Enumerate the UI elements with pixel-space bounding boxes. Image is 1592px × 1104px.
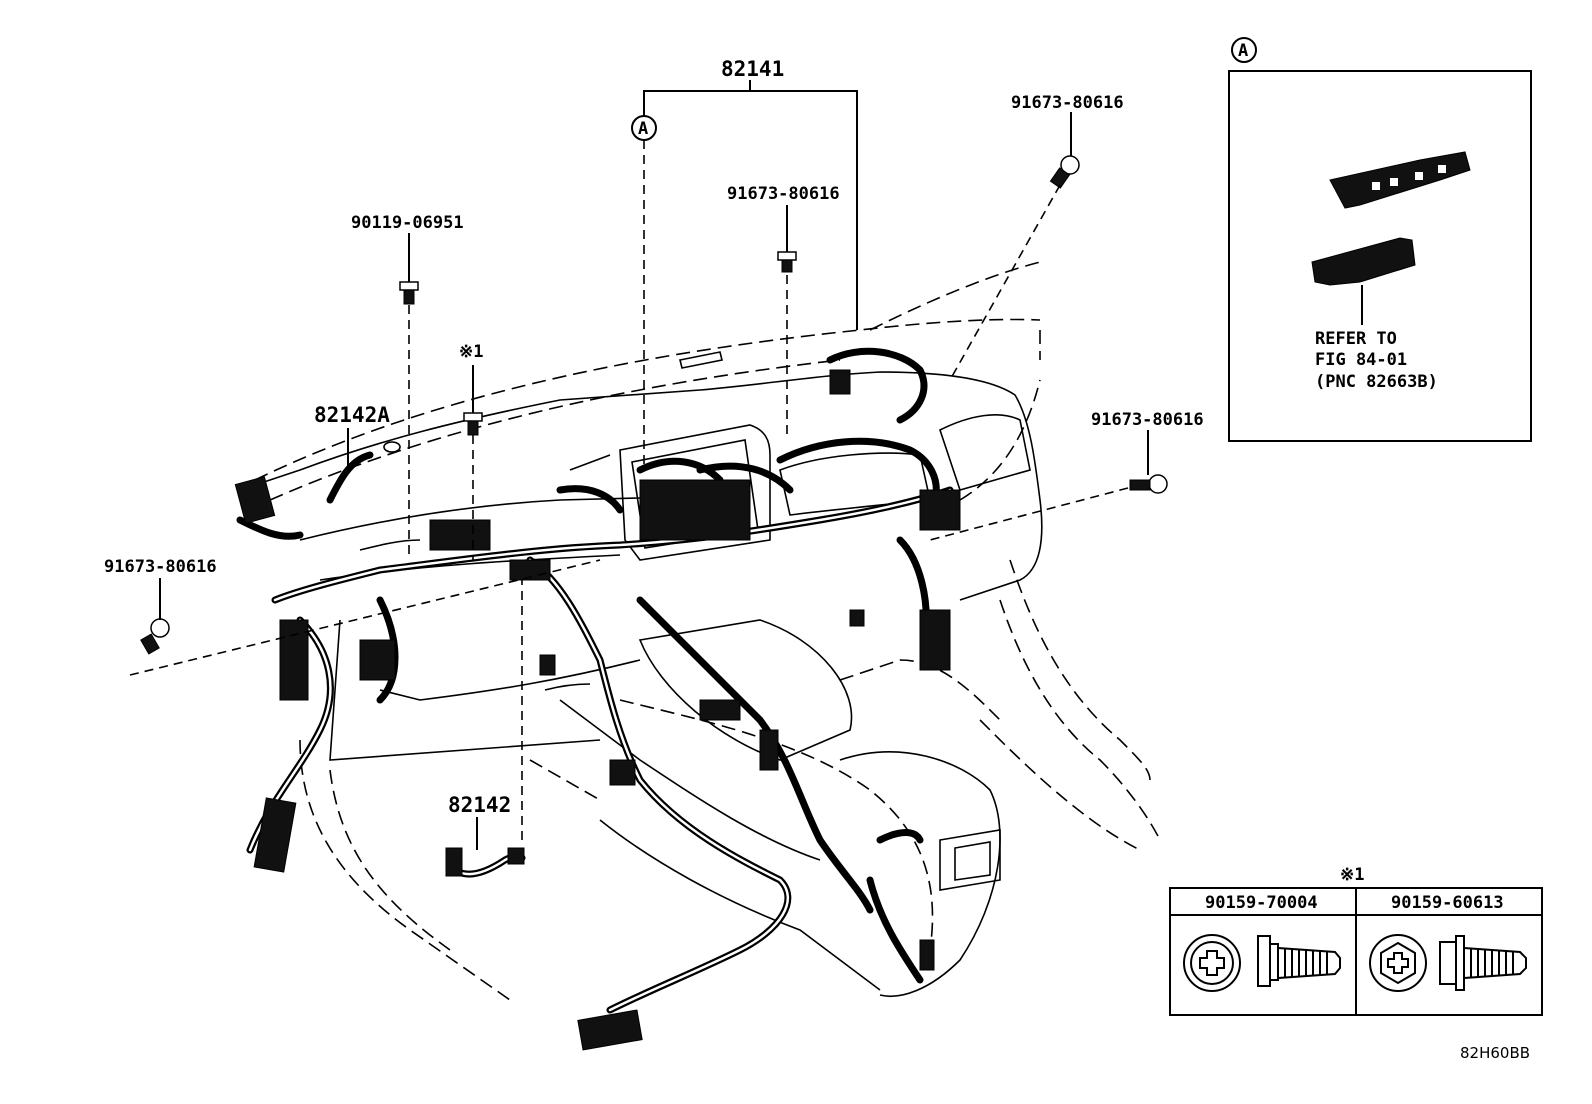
detail-view-a: A REFER TO FIG 84-01 (PNC 82663B) — [1228, 37, 1532, 442]
screw-note1-icon — [463, 412, 483, 436]
dashboard-outline — [254, 261, 1161, 1001]
detail-a-circle-icon — [1231, 37, 1257, 63]
refer-line-2: FIG 84-01 — [1315, 350, 1407, 370]
figure-code: 82H60BB — [1460, 1044, 1530, 1062]
detail-a-marker: A — [1238, 41, 1248, 61]
phillips-washer-screw-icon — [1183, 934, 1341, 992]
label-82142A: 82142A — [314, 403, 390, 427]
clip-top-right-icon — [1049, 155, 1080, 189]
wire-harness — [234, 347, 961, 1051]
harness-82142-part — [445, 847, 526, 878]
bolt-90119-icon — [399, 281, 419, 305]
detail-a-frame — [1228, 70, 1532, 442]
switch-part-upper-icon — [1329, 151, 1471, 209]
label-90119-06951: 90119-06951 — [351, 213, 464, 233]
refer-line-1: REFER TO — [1315, 329, 1397, 349]
label-82142: 82142 — [448, 793, 511, 817]
switch-part-lower-icon — [1311, 237, 1416, 286]
view-a-circle-icon — [631, 115, 657, 141]
label-82141: 82141 — [721, 57, 784, 81]
clip-right-icon — [1129, 474, 1168, 494]
clip-left-icon — [140, 618, 170, 655]
clip-center-icon — [777, 251, 797, 273]
label-clip-top-right: 91673-80616 — [1011, 93, 1124, 113]
label-note-mark: ※1 — [459, 342, 483, 362]
label-clip-right: 91673-80616 — [1091, 410, 1204, 430]
note-table: ※1 90159-70004 90159-60613 — [1169, 865, 1543, 1016]
label-clip-center: 91673-80616 — [727, 184, 840, 204]
label-clip-left: 91673-80616 — [104, 557, 217, 577]
note-table-mark: ※1 — [1340, 865, 1364, 885]
note-col1-part: 90159-70004 — [1205, 893, 1318, 913]
view-a-marker: A — [638, 119, 648, 139]
leader-lines — [129, 80, 1149, 850]
hex-phillips-washer-bolt-icon — [1369, 934, 1527, 992]
note-col2-part: 90159-60613 — [1391, 893, 1504, 913]
refer-line-3: (PNC 82663B) — [1315, 372, 1438, 392]
